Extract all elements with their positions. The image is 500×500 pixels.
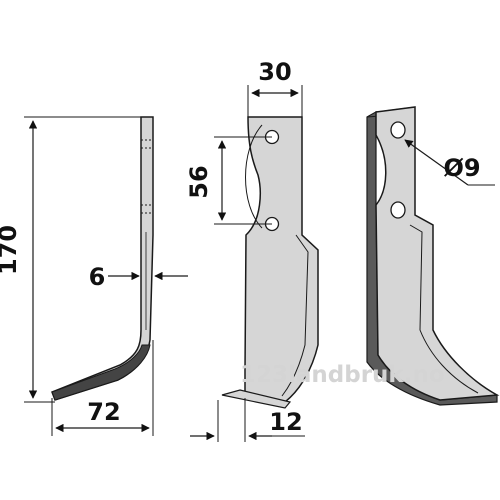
hole-spacing-label: 56	[185, 165, 213, 198]
front-view-blade	[221, 116, 319, 409]
perspective-blade	[366, 106, 500, 406]
hole-spacing-dimension: 56	[185, 136, 272, 225]
hole-diameter-dimension: Ø9	[404, 139, 495, 186]
foot-width-label: 72	[87, 398, 120, 426]
tip-width-dimension: 12	[190, 398, 305, 442]
height-dimension: 170	[0, 116, 141, 403]
side-view-blade	[51, 116, 154, 401]
foot-width-dimension: 72	[51, 340, 154, 436]
tip-width-label: 12	[269, 408, 302, 436]
blade-width-label: 30	[258, 58, 291, 86]
hole-diameter-label: Ø9	[443, 154, 480, 182]
thickness-label: 6	[89, 263, 106, 291]
height-label: 170	[0, 225, 22, 275]
thickness-dimension: 6	[89, 263, 188, 291]
blade-width-dimension: 30	[247, 58, 303, 117]
watermark-text: 123landbruk.no	[240, 362, 445, 388]
